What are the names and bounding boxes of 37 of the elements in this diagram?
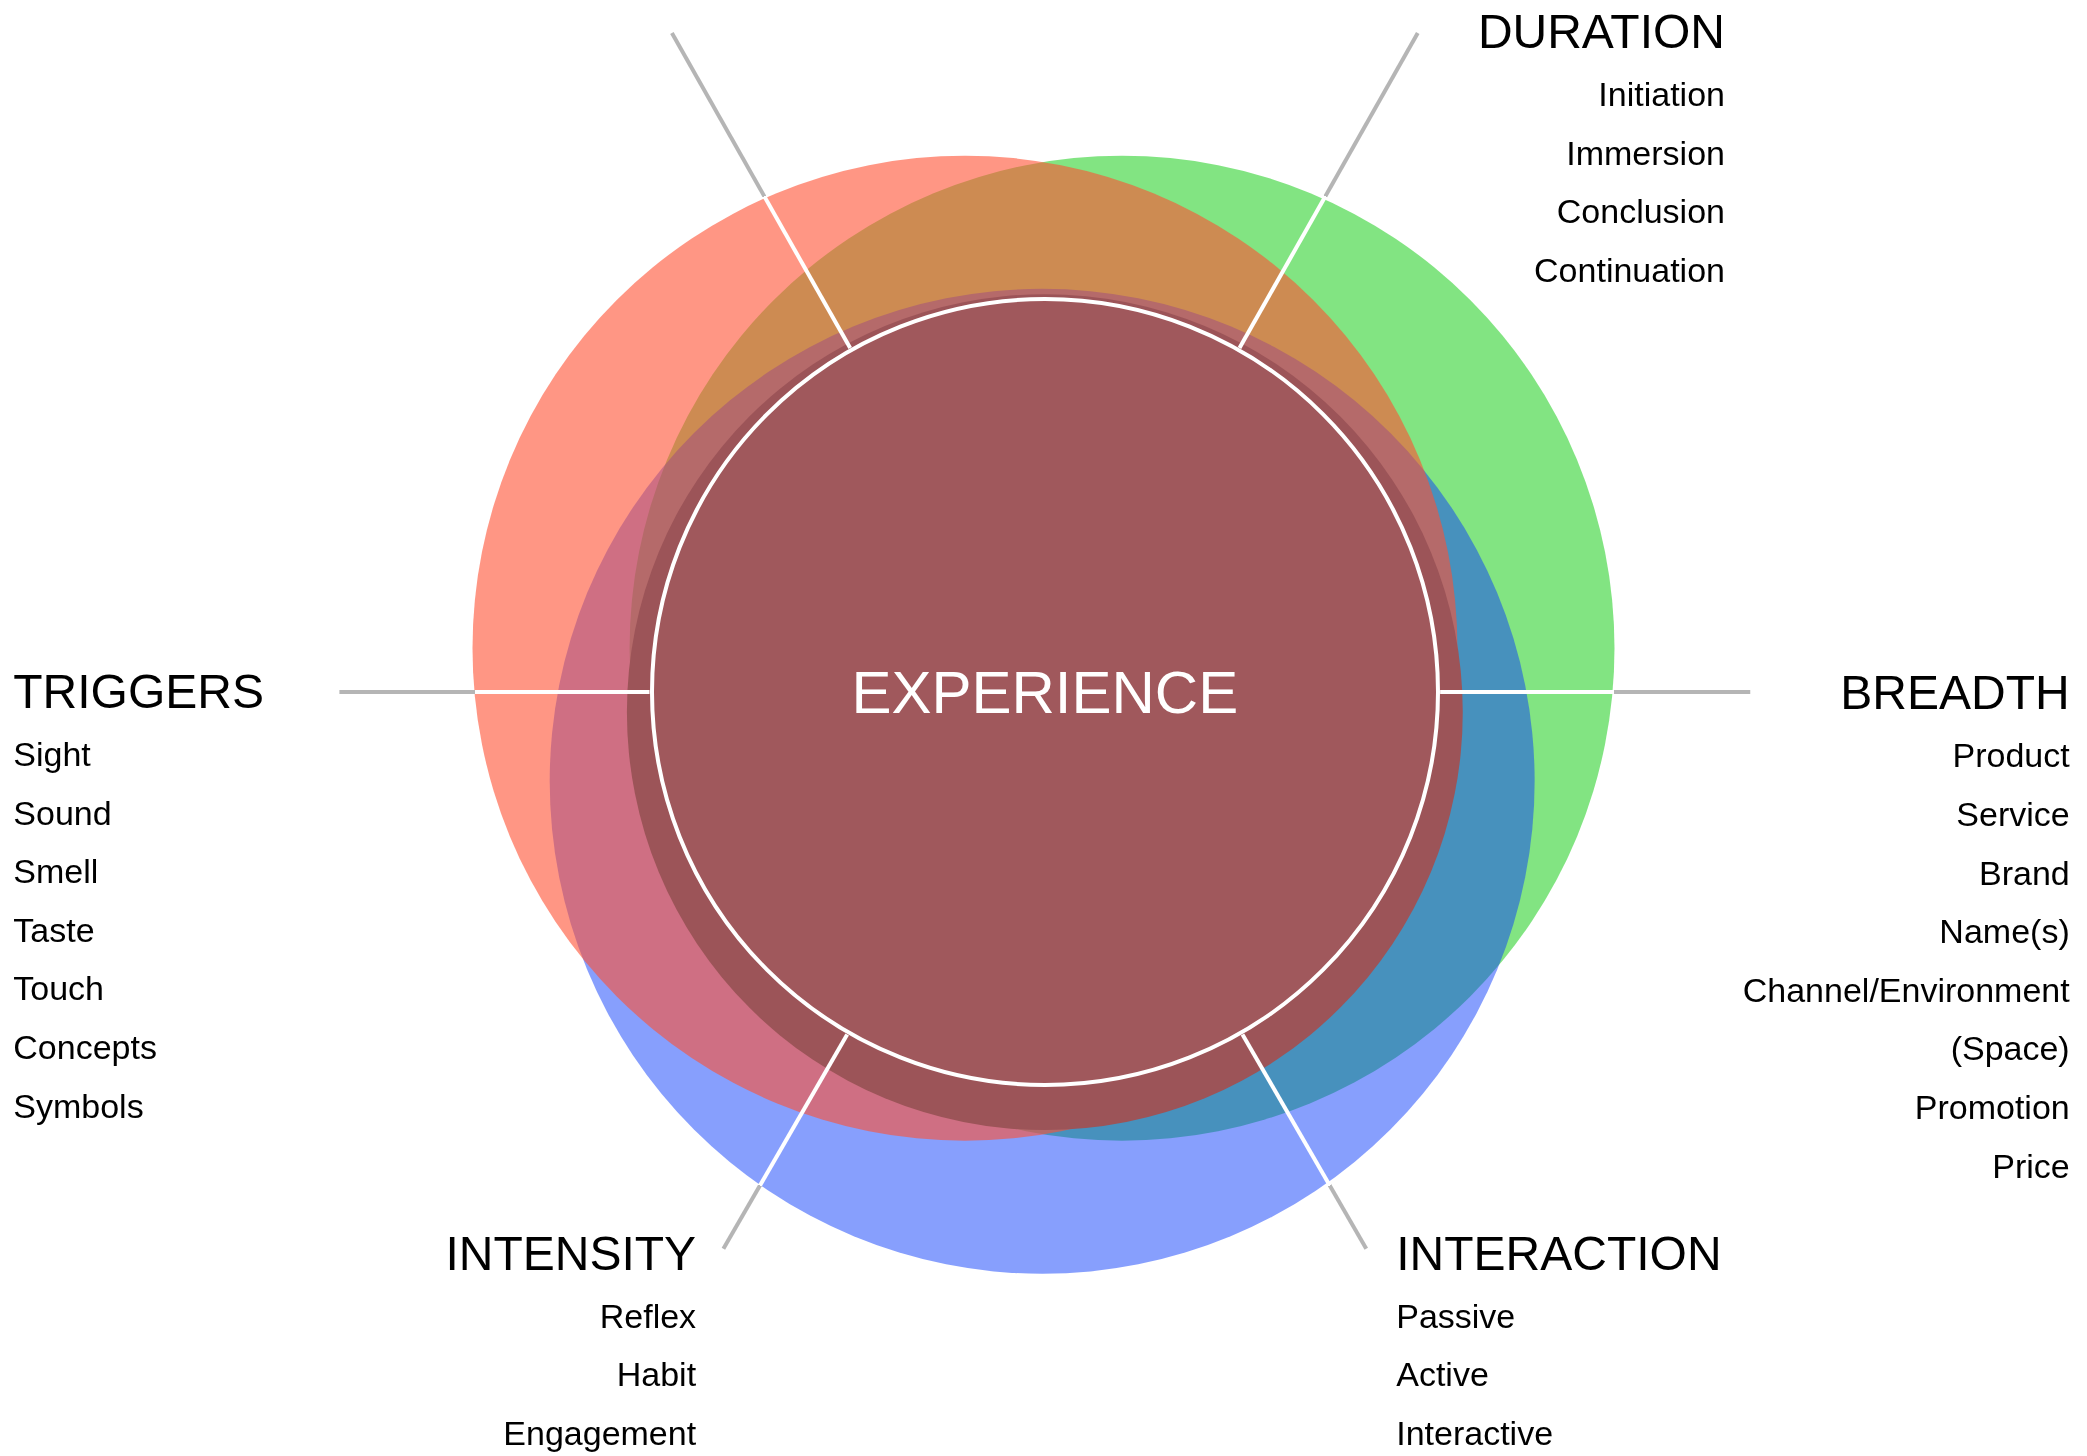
list-item: Sight <box>13 734 91 776</box>
list-item: Conclusion <box>1556 191 1725 233</box>
list-item: Touch <box>13 968 105 1010</box>
spoke-line <box>339 690 650 695</box>
list-item: Promotion <box>1914 1087 2070 1128</box>
list-item: Price <box>1992 1145 2070 1187</box>
spoke-line <box>1440 690 1751 695</box>
list-item: Sound <box>13 792 112 834</box>
list-item: Concepts <box>13 1027 157 1069</box>
category-heading: BREADTH <box>1840 665 2070 722</box>
list-item: Symbols <box>13 1085 144 1127</box>
list-item: Immersion <box>1566 132 1725 174</box>
list-item: Brand <box>1978 852 2070 894</box>
category-heading: INTERACTION <box>1396 1225 1722 1282</box>
list-item: Service <box>1956 794 2070 836</box>
list-item: Active <box>1396 1354 1489 1396</box>
list-item: Habit <box>616 1354 697 1396</box>
category-heading: TRIGGERS <box>13 664 264 721</box>
list-item: Continuation <box>1534 249 1725 291</box>
list-item: Initiation <box>1598 73 1725 115</box>
center-label: EXPERIENCE <box>851 657 1239 727</box>
list-item: (Space) <box>1950 1028 2070 1070</box>
list-item: Product <box>1952 735 2070 777</box>
spoke-line <box>1240 1033 1368 1250</box>
list-item: Name(s) <box>1939 911 2070 953</box>
category-heading: INTENSITY <box>445 1225 697 1282</box>
spoke-line <box>670 32 852 350</box>
spoke-line <box>1237 32 1420 350</box>
list-item: Reflex <box>599 1295 697 1337</box>
spoke-line <box>721 1033 849 1250</box>
list-item: Interactive <box>1396 1413 1554 1454</box>
list-item: Channel/Environment <box>1742 969 2070 1011</box>
list-item: Taste <box>13 909 95 951</box>
list-item: Passive <box>1396 1295 1516 1337</box>
list-item: Smell <box>13 851 99 893</box>
list-item: Engagement <box>503 1413 697 1454</box>
category-heading: DURATION <box>1477 3 1725 60</box>
